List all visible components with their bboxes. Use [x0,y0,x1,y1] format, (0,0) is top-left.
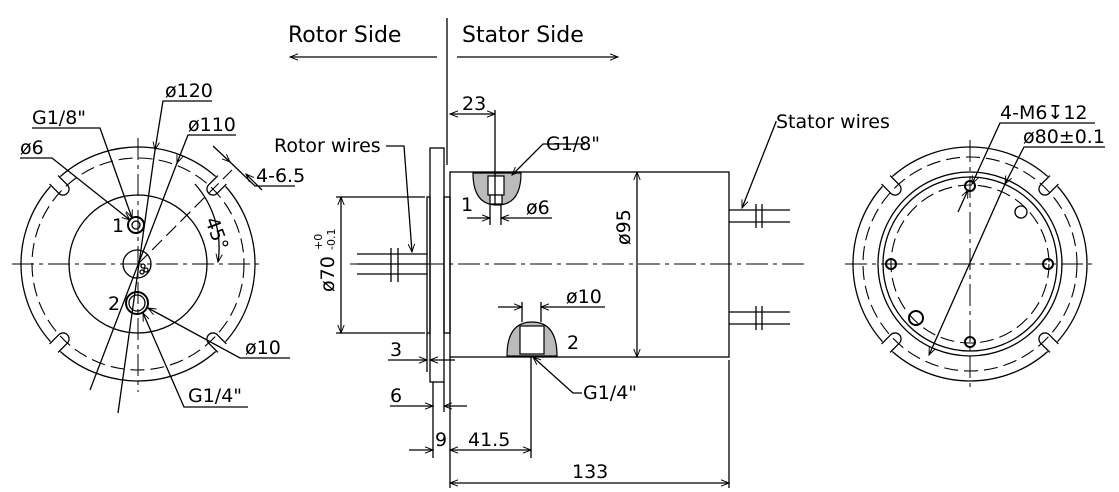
port-2-label: 2 [567,332,579,354]
d95-label: ø95 [613,209,635,245]
port-1-label: 1 [461,194,473,216]
m6-label: 4-M6↧12 [1000,102,1088,124]
d6-label: ø6 [20,137,44,159]
port-1-label: 1 [112,215,124,237]
port-2-hole [125,291,149,315]
header: Rotor Side Stator Side [288,18,620,165]
slot-label: 4-6.5 [256,165,305,187]
d110-label: ø110 [188,114,236,136]
wire-outlet [1014,205,1028,219]
dim-3: 3 [390,339,402,361]
g18-label: G1/8" [32,107,86,129]
d10-label: ø10 [245,337,281,359]
d120-label: ø120 [165,80,213,102]
rotor-wires-label: Rotor wires [274,135,381,157]
bolt-holes [885,180,1054,348]
d70-tol-lower: -0.1 [325,229,338,250]
d70-label: ø70 [317,256,339,292]
dim-133: 133 [572,461,608,483]
port-hole [908,310,924,326]
side-view: Rotor wires Stator wires 1 2 23 G1/8" ø6… [274,93,890,488]
port-2-label: 2 [108,293,120,315]
g14-side-label: G1/4" [583,382,637,404]
d10-side-label: ø10 [566,286,602,308]
stator-wires-label: Stator wires [776,111,890,133]
dim-9: 9 [435,429,447,451]
d80-label: ø80±0.1 [1023,126,1105,148]
stator-side-label: Stator Side [462,23,584,48]
g18-side-label: G1/8" [546,133,600,155]
rotor-side-label: Rotor Side [288,23,401,48]
stator-end-view: 4-M6↧12 ø80±0.1 [845,102,1105,390]
mounting-slots [47,173,229,355]
d6-side-label: ø6 [526,197,550,219]
g14-label: G1/4" [188,385,242,407]
dim-23: 23 [462,93,486,115]
d70-tol-upper: +0 [312,234,325,250]
rotor-end-view: 1 2 G1/8" ø6 ø120 ø110 4-6.5 45° ø10 G1/… [12,80,305,414]
dim-6: 6 [390,385,402,407]
flange [429,147,445,383]
body [449,171,730,358]
dim-41-5: 41.5 [468,429,510,451]
port-1-hole [127,216,145,234]
rotor-wires [357,248,427,282]
stator-wires [729,204,790,330]
